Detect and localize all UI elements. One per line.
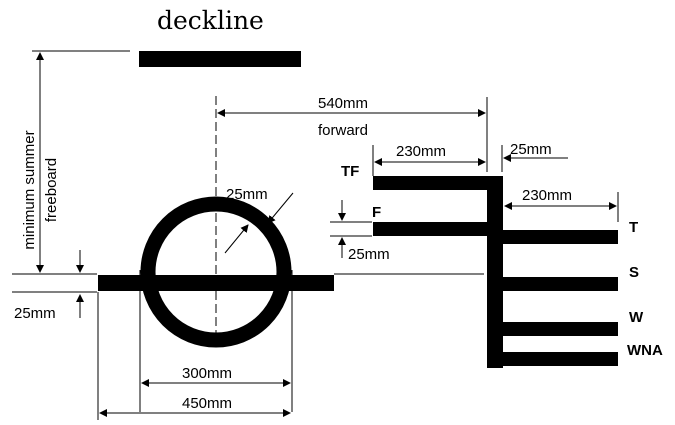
load-line-stem (487, 176, 503, 368)
w-bar (503, 322, 618, 336)
ring-thickness-arrow-inner (224, 224, 249, 254)
s-label: S (629, 264, 639, 281)
s-bar (503, 277, 618, 291)
f-thickness-label: 25mm (348, 246, 390, 263)
ring-thickness-label: 25mm (226, 186, 268, 203)
line-length-label: 450mm (182, 395, 232, 412)
t-bar (503, 230, 618, 244)
wna-label: WNA (627, 342, 663, 359)
t-label: T (629, 219, 638, 236)
f-label: F (372, 204, 381, 221)
freeboard-label-line1: minimum summer (21, 130, 38, 249)
deckline-title: deckline (157, 6, 264, 35)
t-gap-label: 230mm (522, 187, 572, 204)
wna-bar (503, 352, 618, 366)
small-gap-label: 25mm (510, 141, 552, 158)
forward-word-label: forward (318, 122, 368, 139)
ring-diameter-label: 300mm (182, 365, 232, 382)
w-label: W (629, 309, 644, 326)
tf-label: TF (341, 163, 359, 180)
tf-gap-label: 230mm (396, 143, 446, 160)
f-bar (373, 222, 487, 236)
freeboard-label-line2: freeboard (43, 158, 60, 222)
tf-bar (373, 176, 487, 190)
forward-distance-label: 540mm (318, 95, 368, 112)
ring-thickness-arrow-outer (267, 192, 294, 224)
deckline-bar (139, 51, 301, 67)
line-thickness-label: 25mm (14, 305, 56, 322)
